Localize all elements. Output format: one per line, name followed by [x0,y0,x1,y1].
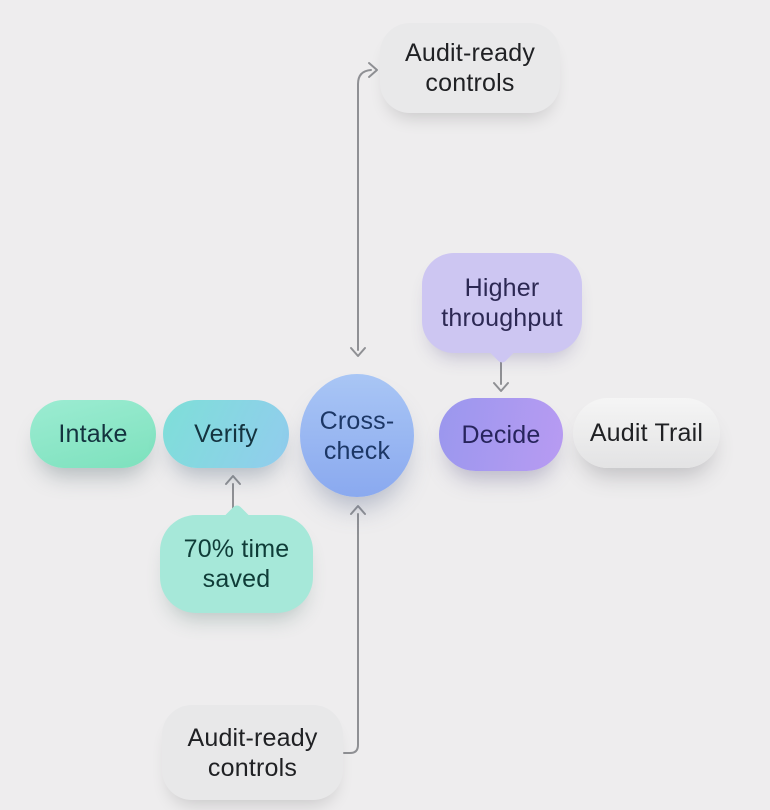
arrowhead-into-decide [493,382,509,392]
arrowhead-into-cross-check-bottom [350,505,366,515]
node-cross-check-label: Cross- check [319,406,395,465]
node-intake: Intake [30,400,156,468]
node-verify-label: Verify [194,420,258,448]
node-cross-check: Cross- check [300,374,414,497]
arrow-cross-check-to-audit-top-line [357,69,372,351]
node-audit-trail-label: Audit Trail [589,419,704,447]
callout-higher-throughput-label: Higher throughput [441,274,563,332]
callout-audit-ready-controls-top-label: Audit-ready controls [404,39,536,97]
node-audit-trail: Audit Trail [573,398,720,468]
node-intake-label: Intake [58,420,128,448]
callout-time-saved-label: 70% time saved [183,535,290,593]
callout-audit-ready-controls-bottom-label: Audit-ready controls [187,723,318,782]
arrowhead-into-cross-check-top [350,347,366,357]
node-decide: Decide [439,398,563,471]
callout-audit-ready-controls-bottom: Audit-ready controls [162,705,343,800]
arrow-audit-bottom-to-cross-check-line [343,513,359,754]
node-verify: Verify [163,400,289,468]
arrowhead-into-verify [225,475,241,485]
node-decide-label: Decide [461,420,541,449]
callout-audit-ready-controls-top: Audit-ready controls [380,23,560,113]
callout-higher-throughput: Higher throughput [422,253,582,365]
callout-time-saved: 70% time saved [160,503,313,613]
arrowhead-into-audit-top [368,62,378,78]
